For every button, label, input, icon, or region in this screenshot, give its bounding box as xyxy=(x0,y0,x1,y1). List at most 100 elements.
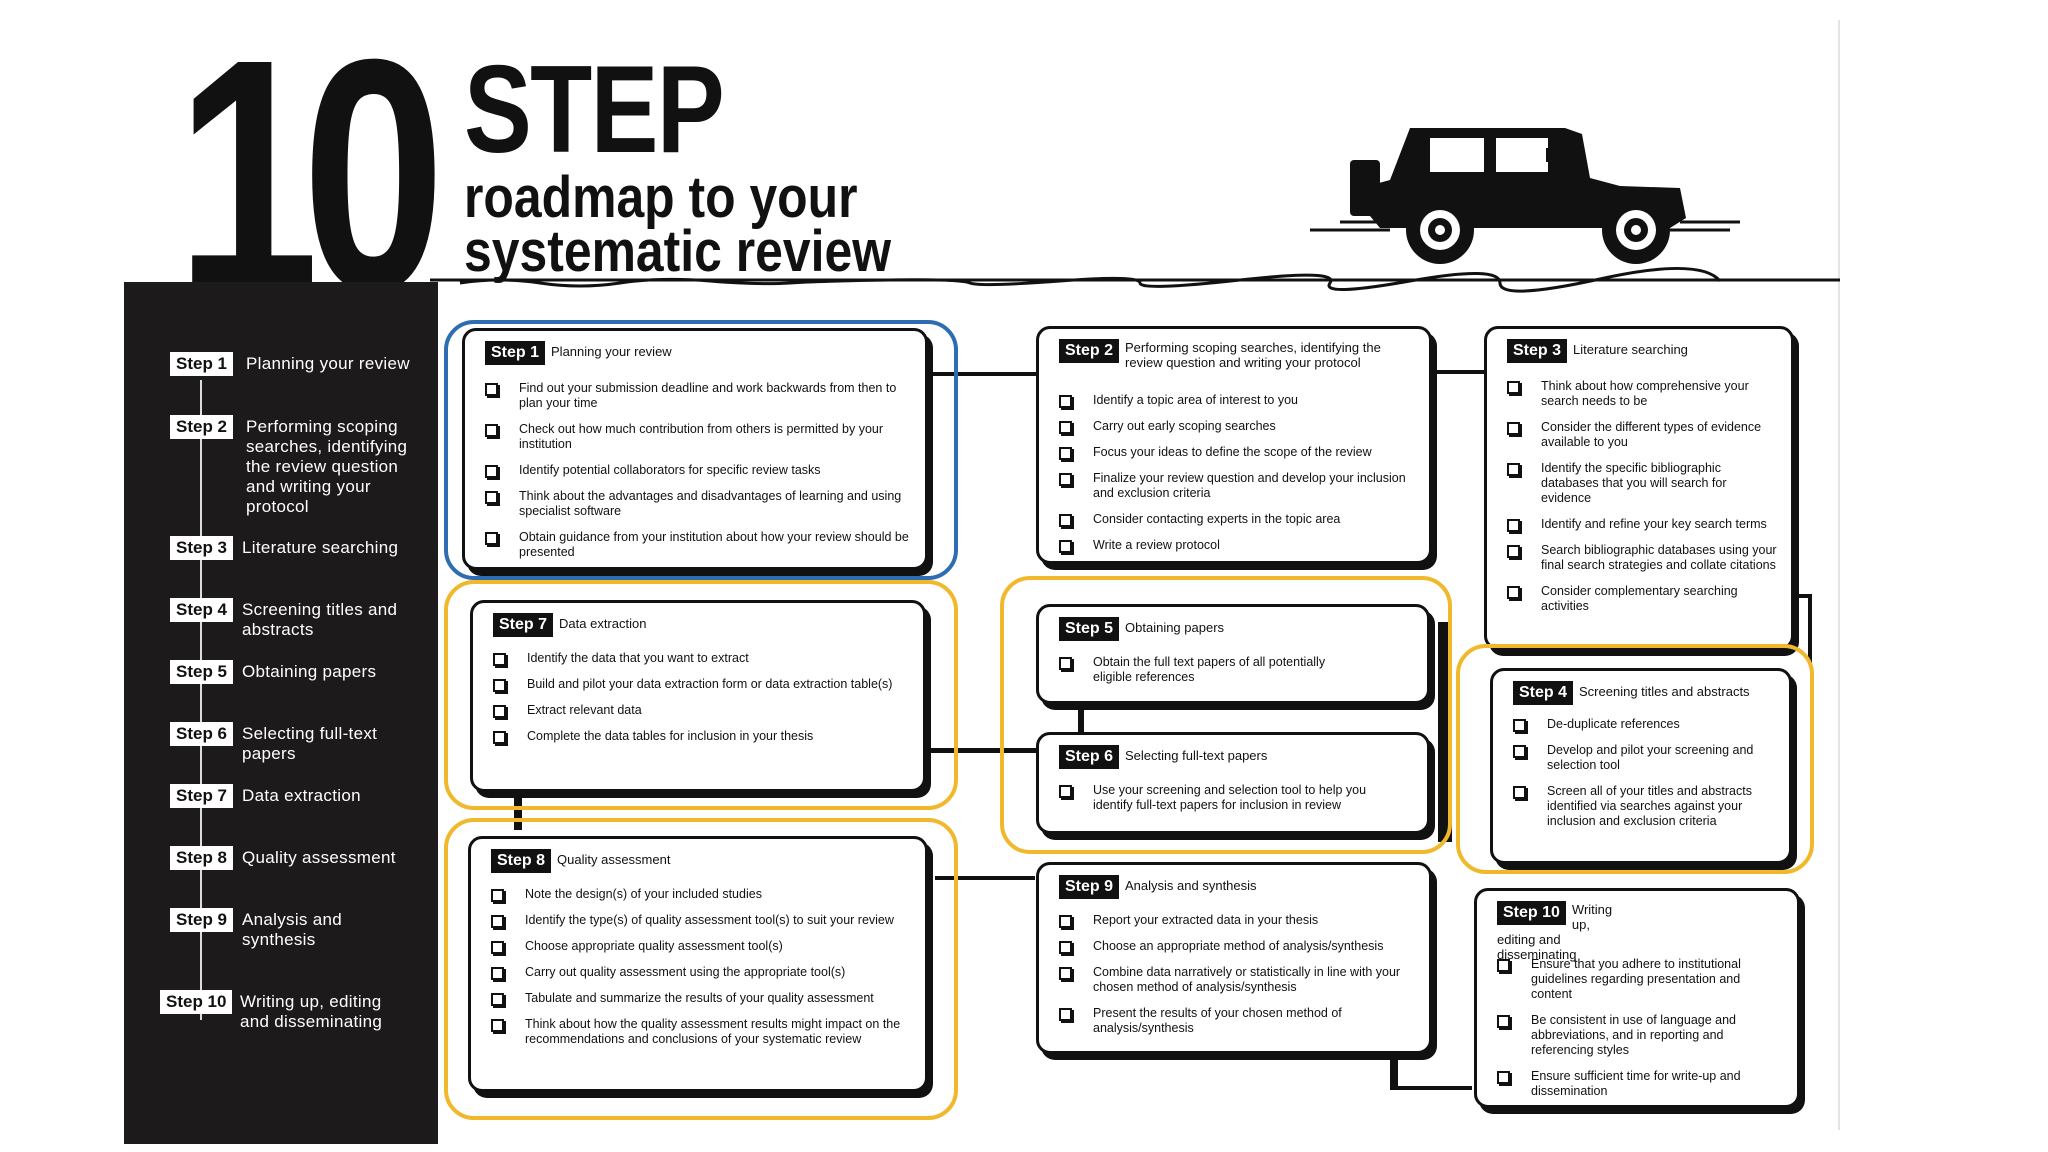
card-title: Selecting full-text papers xyxy=(1125,748,1268,763)
checkbox-icon xyxy=(1507,586,1520,599)
step-tag: Step 2 xyxy=(1059,339,1120,363)
sidebar-label: Analysis and synthesis xyxy=(242,910,342,949)
checkbox-icon xyxy=(1059,473,1072,486)
card-title: Writing up, editing and disseminating xyxy=(1497,902,1613,962)
checklist-item: Finalize your review question and develo… xyxy=(1059,471,1415,501)
checklist-item: Obtain the full text papers of all poten… xyxy=(1059,655,1367,685)
checklist: Ensure that you adhere to institutional … xyxy=(1497,957,1783,1110)
card-title: Planning your review xyxy=(551,344,672,359)
checkbox-icon xyxy=(485,465,498,478)
card-title: Obtaining papers xyxy=(1125,620,1225,635)
checklist: Use your screening and selection tool to… xyxy=(1059,783,1397,824)
checklist-item: Ensure that you adhere to institutional … xyxy=(1497,957,1783,1002)
connector-7-8 xyxy=(514,790,522,830)
checklist-item: Use your screening and selection tool to… xyxy=(1059,783,1397,813)
sidebar-tag: Step 6 xyxy=(170,722,234,746)
step-tag: Step 5 xyxy=(1059,617,1120,641)
checkbox-icon xyxy=(1507,381,1520,394)
checkbox-icon xyxy=(485,383,498,396)
step-tag: Step 1 xyxy=(485,341,546,365)
checkbox-icon xyxy=(1497,1015,1510,1028)
checklist: Note the design(s) of your included stud… xyxy=(491,887,911,1058)
card-title: Performing scoping searches, identifying… xyxy=(1125,340,1381,370)
title-subtitle-line2: systematic review xyxy=(464,219,892,284)
sidebar-label: Selecting full-text papers xyxy=(242,724,378,763)
connector-6-7 xyxy=(930,748,1036,753)
connector-1-2 xyxy=(925,372,1045,376)
card-title: Data extraction xyxy=(559,616,647,631)
checklist-item: Choose appropriate quality assessment to… xyxy=(491,939,911,954)
checklist-item: Tabulate and summarize the results of yo… xyxy=(491,991,911,1006)
jeep-icon xyxy=(1310,128,1740,264)
sidebar-label: Screening titles and abstracts xyxy=(242,600,398,639)
sidebar-label: Writing up, editing and disseminating xyxy=(240,992,383,1031)
checklist-item: Ensure sufficient time for write-up and … xyxy=(1497,1069,1783,1099)
checklist-item: Build and pilot your data extraction for… xyxy=(493,677,909,692)
checkbox-icon xyxy=(485,491,498,504)
checkbox-icon xyxy=(493,731,506,744)
checklist-item: Combine data narratively or statisticall… xyxy=(1059,965,1415,995)
checklist-item: Choose an appropriate method of analysis… xyxy=(1059,939,1415,954)
checkbox-icon xyxy=(485,532,498,545)
checklist: Report your extracted data in your thesi… xyxy=(1059,913,1415,1047)
checklist-item: Identify the specific bibliographic data… xyxy=(1507,461,1777,506)
connector-9-10-a xyxy=(1390,1050,1398,1090)
road-and-jeep-illustration xyxy=(430,128,1840,293)
checklist-item: Present the results of your chosen metho… xyxy=(1059,1006,1415,1036)
checkbox-icon xyxy=(491,941,504,954)
checkbox-icon xyxy=(491,993,504,1006)
checklist-item: Focus your ideas to define the scope of … xyxy=(1059,445,1415,460)
step5-card: Step 5 Obtaining papers Obtain the full t… xyxy=(1036,604,1430,704)
card-title: Screening titles and abstracts xyxy=(1579,684,1750,699)
checklist-item: Identify potential collaborators for spe… xyxy=(485,463,911,478)
title-step-word: STEP xyxy=(464,41,725,179)
checklist: Identify the data that you want to extra… xyxy=(493,651,909,755)
checklist-item: Be consistent in use of language and abb… xyxy=(1497,1013,1783,1058)
sidebar-tag: Step 3 xyxy=(170,536,234,560)
checklist-item: Develop and pilot your screening and sel… xyxy=(1513,743,1775,773)
checklist-item: Note the design(s) of your included stud… xyxy=(491,887,911,902)
step-tag: Step 3 xyxy=(1507,339,1568,363)
checklist-item: Carry out early scoping searches xyxy=(1059,419,1415,434)
checkbox-icon xyxy=(491,915,504,928)
checkbox-icon xyxy=(1497,959,1510,972)
checklist-item: De-duplicate references xyxy=(1513,717,1775,732)
checkbox-icon xyxy=(1507,545,1520,558)
checklist-item: Complete the data tables for inclusion i… xyxy=(493,729,909,744)
sidebar-label: Quality assessment xyxy=(242,848,396,867)
checkbox-icon xyxy=(1059,967,1072,980)
checklist-item: Consider contacting experts in the topic… xyxy=(1059,512,1415,527)
checkbox-icon xyxy=(491,1019,504,1032)
road-texture xyxy=(459,267,1722,293)
checkbox-icon xyxy=(1059,941,1072,954)
checkbox-icon xyxy=(1059,915,1072,928)
card-header: Step 1 Planning your review xyxy=(485,341,672,365)
step-tag: Step 10 xyxy=(1497,901,1566,925)
page-edge-line xyxy=(1838,20,1840,1130)
checkbox-icon xyxy=(493,705,506,718)
highlight-step7 xyxy=(444,580,958,810)
checkbox-icon xyxy=(1059,395,1072,408)
checklist: Think about how comprehensive your searc… xyxy=(1507,379,1777,625)
checklist-item: Extract relevant data xyxy=(493,703,909,718)
checklist-item: Identify the type(s) of quality assessme… xyxy=(491,913,911,928)
checklist-item: Search bibliographic databases using you… xyxy=(1507,543,1777,573)
sidebar-tag: Step 5 xyxy=(170,660,234,684)
checkbox-icon xyxy=(1059,785,1072,798)
checklist-item: Identify and refine your key search term… xyxy=(1507,517,1777,532)
card-title: Analysis and synthesis xyxy=(1125,878,1257,893)
highlight-step5-6 xyxy=(1000,576,1452,854)
highlight-step4 xyxy=(1456,644,1814,874)
checklist: Identify a topic area of interest to you… xyxy=(1059,393,1415,564)
checkbox-icon xyxy=(1507,519,1520,532)
connector-3-4-a xyxy=(1790,594,1812,598)
checklist-item: Carry out quality assessment using the a… xyxy=(491,965,911,980)
